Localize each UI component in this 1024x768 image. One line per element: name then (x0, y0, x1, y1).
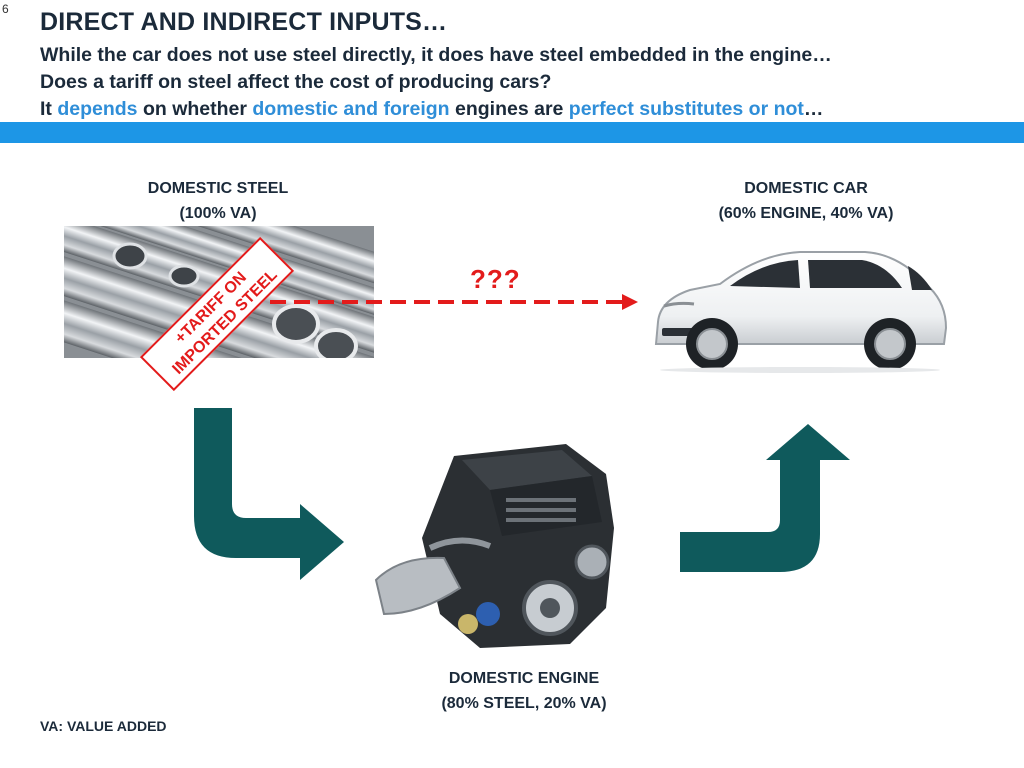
subtitle-line-2: Does a tariff on steel affect the cost o… (40, 71, 552, 93)
dashed-direct-arrow (270, 294, 638, 310)
footnote-va: VA: VALUE ADDED (40, 718, 167, 734)
dashed-arrow-head-icon (622, 294, 638, 310)
header-band (0, 122, 1024, 143)
steel-label-title: DOMESTIC STEEL (147, 180, 289, 197)
subtitle-line-3: It depends on whether domestic and forei… (40, 98, 823, 121)
question-marks: ??? (470, 264, 521, 294)
engine-image (374, 444, 614, 648)
slide-title: DIRECT AND INDIRECT INPUTS… (40, 8, 448, 36)
car-label-title: DOMESTIC CAR (744, 180, 868, 197)
highlight-domestic-foreign: domestic and foreign (252, 98, 450, 120)
slide-number: 6 (2, 2, 9, 16)
engine-label-title: DOMESTIC ENGINE (448, 670, 600, 687)
car-image (654, 251, 948, 373)
line3-text-4: … (803, 98, 824, 120)
steel-to-engine-arrow (194, 408, 344, 580)
car-label: DOMESTIC CAR (60% ENGINE, 40% VA) (686, 176, 926, 226)
car-label-va: (60% ENGINE, 40% VA) (718, 205, 894, 222)
steel-label: DOMESTIC STEEL (100% VA) (118, 176, 318, 226)
line3-text-3: engines are (449, 98, 569, 120)
subtitle-line-1: While the car does not use steel directl… (40, 44, 832, 66)
steel-label-va: (100% VA) (179, 205, 257, 222)
highlight-substitutes: perfect substitutes or not (568, 98, 804, 120)
line3-text-1: It (40, 98, 58, 120)
line3-text-2: on whether (137, 98, 253, 120)
engine-label: DOMESTIC ENGINE (80% STEEL, 20% VA) (404, 666, 644, 716)
engine-label-va: (80% STEEL, 20% VA) (441, 695, 607, 712)
highlight-depends: depends (57, 98, 138, 120)
engine-to-car-arrow (680, 424, 850, 572)
